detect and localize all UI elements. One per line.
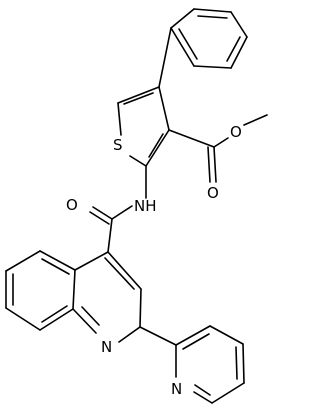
pyridine-ring bbox=[175, 325, 245, 404]
amide-nh-label: NH bbox=[134, 197, 157, 215]
phenyl-thiophene-bond bbox=[158, 27, 172, 88]
amide-oxygen-label: O bbox=[66, 196, 78, 214]
ester-group bbox=[168, 114, 268, 183]
ester-ether-oxygen-label: O bbox=[230, 123, 242, 141]
thiophene-ring bbox=[117, 86, 170, 167]
sulfur-atom-label: S bbox=[113, 136, 123, 154]
quinoline-pyridine-bond bbox=[139, 326, 177, 346]
quinoline-nitrogen-label: N bbox=[101, 338, 112, 356]
ester-carbonyl-oxygen-label: O bbox=[207, 184, 219, 202]
phenyl-ring bbox=[170, 8, 248, 69]
amide-linkage bbox=[89, 165, 147, 253]
structure-diagram: S NH O O O N N bbox=[5, 8, 268, 404]
molecule-svg: S NH O O O N N bbox=[5, 8, 268, 404]
quinoline-ring bbox=[5, 250, 142, 343]
pyridine-nitrogen-label: N bbox=[171, 380, 182, 398]
